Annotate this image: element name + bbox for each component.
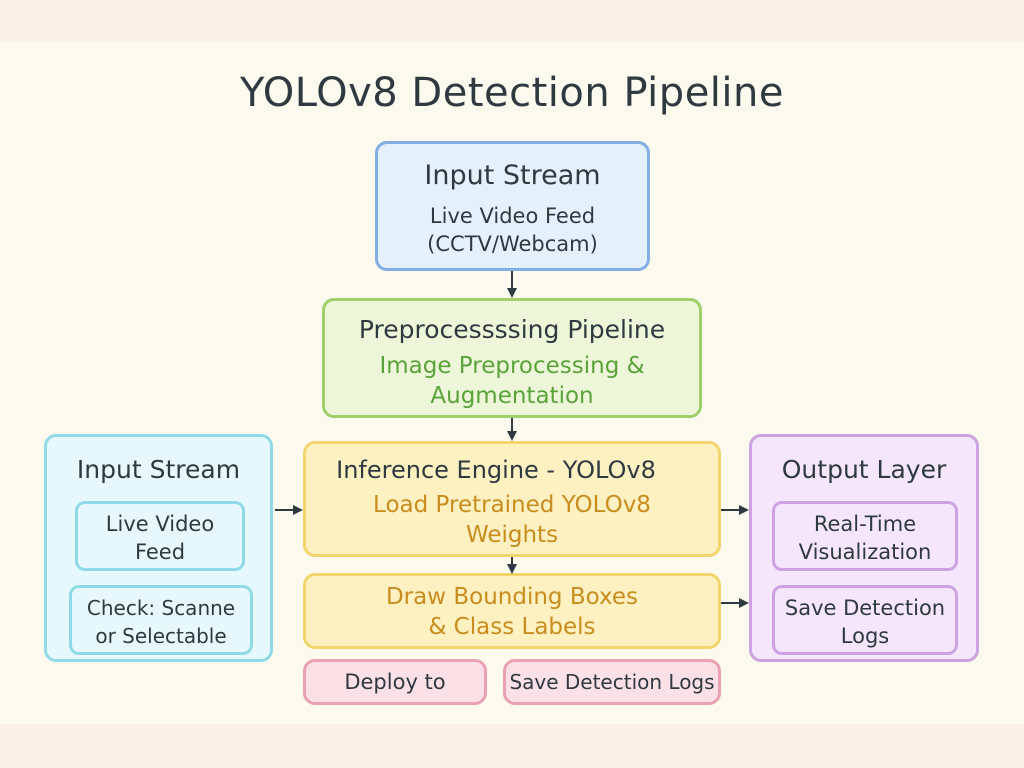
preprocessing-heading: Preprocessssing Pipeline	[358, 315, 666, 344]
save-detection-line2: Logs	[840, 624, 890, 648]
preprocessing-node: Preprocessssing Pipeline Image Preproces…	[322, 298, 702, 418]
real-time-line2: Visualization	[798, 540, 932, 564]
input-stream-heading: Input Stream	[424, 160, 601, 191]
inference-line2: Weights	[465, 522, 559, 548]
input-stream-line2: (CCTV/Webcam)	[427, 232, 598, 256]
live-video-feed-line2: Feed	[134, 540, 186, 564]
save-detection-line1: Save Detection	[784, 596, 946, 620]
inference-line1: Load Pretrained YOLOv8	[373, 492, 651, 518]
output-layer-heading: Output Layer	[781, 455, 947, 484]
input-stream-node: Input Stream Live Video Feed (CCTV/Webca…	[375, 141, 650, 271]
diagram-title: YOLOv8 Detection Pipeline	[240, 70, 784, 116]
save-detection-logs-item: Save Detection Logs	[772, 585, 958, 655]
input-stream-left-node: Input Stream Live Video Feed Check: Scan…	[44, 434, 273, 662]
check-scanner-line2: or Selectable	[95, 624, 227, 648]
inference-heading: Inference Engine - YOLOv8	[336, 456, 656, 484]
draw-boxes-line1: Draw Bounding Boxes	[385, 584, 639, 610]
check-scanner-line1: Check: Scanne	[86, 596, 236, 620]
real-time-line1: Real-Time	[813, 512, 917, 536]
check-scanner-item: Check: Scanne or Selectable	[69, 585, 253, 655]
input-stream-line1: Live Video Feed	[429, 204, 596, 228]
live-video-feed-item: Live Video Feed	[75, 501, 245, 571]
save-detection-logs-label: Save Detection Logs	[509, 670, 715, 694]
preprocessing-line1: Image Preprocessing &	[379, 353, 645, 379]
draw-boxes-node: Draw Bounding Boxes & Class Labels	[303, 573, 721, 649]
live-video-feed-line1: Live Video	[105, 512, 215, 536]
deploy-to-node: Deploy to	[303, 659, 487, 705]
inference-engine-node: Inference Engine - YOLOv8 Load Pretraine…	[303, 441, 721, 557]
draw-boxes-line2: & Class Labels	[428, 614, 596, 640]
real-time-visualization-item: Real-Time Visualization	[772, 501, 958, 571]
deploy-to-label: Deploy to	[344, 670, 446, 694]
input-stream-left-heading: Input Stream	[76, 455, 241, 484]
save-detection-logs-node: Save Detection Logs	[503, 659, 721, 705]
preprocessing-line2: Augmentation	[430, 383, 594, 409]
output-layer-node: Output Layer Real-Time Visualization Sav…	[749, 434, 979, 662]
